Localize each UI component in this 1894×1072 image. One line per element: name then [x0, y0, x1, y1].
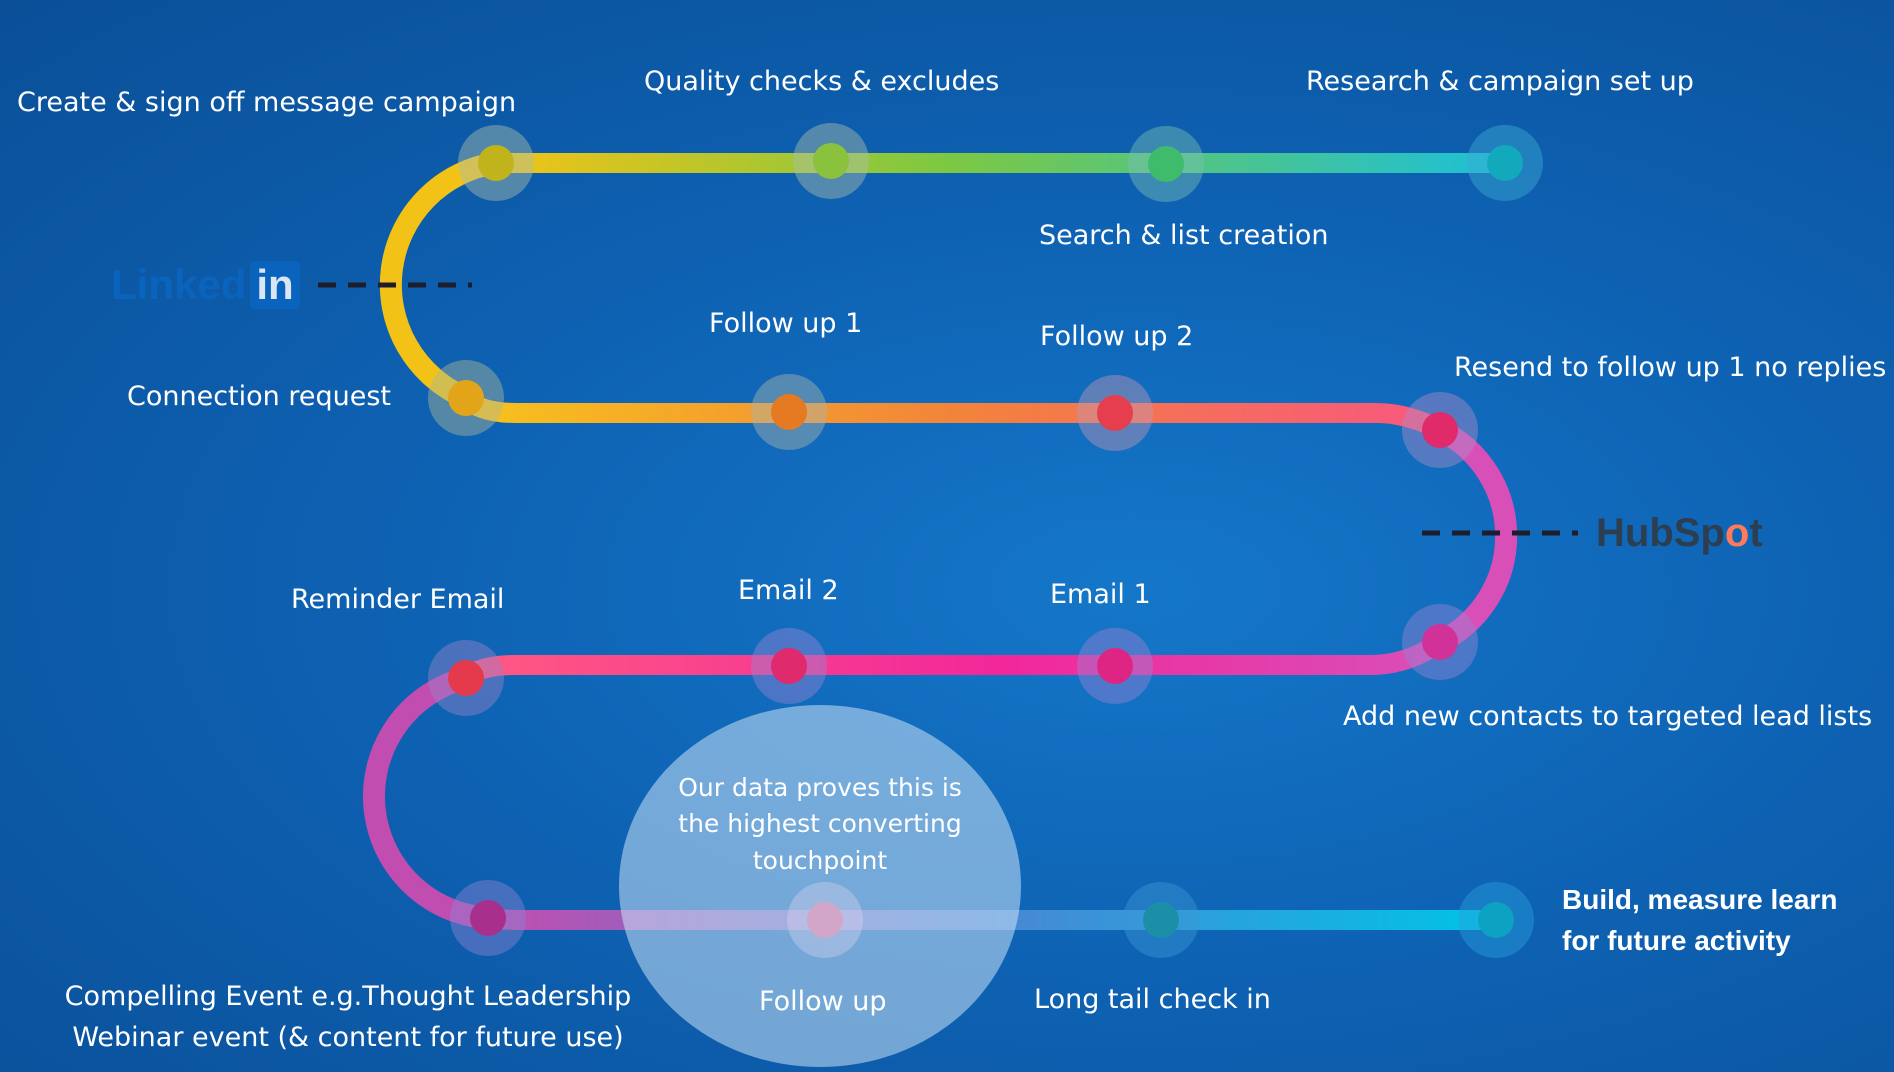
- linkedin-in-badge: in: [250, 261, 300, 309]
- label-follow-up: Follow up: [759, 986, 887, 1017]
- track-curve-1: [379, 152, 498, 409]
- marker-build-measure: [1458, 882, 1534, 958]
- linkedin-wordmark: Linked: [111, 261, 247, 308]
- label-add-contacts: Add new contacts to targeted lead lists: [1343, 701, 1873, 732]
- hubspot-wordmark-end: t: [1749, 510, 1763, 555]
- label-long-tail: Long tail check in: [1034, 984, 1271, 1015]
- marker-long-tail: [1123, 882, 1199, 958]
- marker-quality-checks: [793, 123, 869, 199]
- label-email-1: Email 1: [1050, 579, 1151, 610]
- marker-connection-request: [428, 360, 504, 436]
- label-reminder-email: Reminder Email: [291, 584, 505, 615]
- label-compelling-event: Compelling Event e.g.Thought Leadership …: [64, 981, 632, 1053]
- marker-resend-follow-up: [1402, 392, 1478, 468]
- label-follow-up-1: Follow up 1: [709, 308, 863, 339]
- marker-follow-up-1: [751, 374, 827, 450]
- label-build-measure: Build, measure learn for future activity: [1562, 884, 1838, 956]
- marker-search-list: [1128, 126, 1204, 202]
- label-research-setup: Research & campaign set up: [1306, 66, 1694, 97]
- label-create-sign-off: Create & sign off message campaign: [17, 87, 517, 118]
- hubspot-sprocket-icon: o: [1724, 510, 1750, 555]
- marker-reminder-email: [428, 640, 504, 716]
- marker-add-contacts: [1402, 604, 1478, 680]
- label-search-list: Search & list creation: [1039, 220, 1329, 251]
- label-follow-up-2: Follow up 2: [1040, 321, 1194, 352]
- label-email-2: Email 2: [738, 575, 839, 606]
- marker-follow-up-2: [1077, 375, 1153, 451]
- marker-create-sign-off: [458, 125, 534, 201]
- marker-email-2: [751, 628, 827, 704]
- highlight-bubble: [619, 705, 1021, 1067]
- marker-email-1: [1077, 628, 1153, 704]
- track-curve-3: [362, 667, 489, 929]
- marker-research-setup: [1467, 125, 1543, 201]
- milestone-markers: [428, 123, 1543, 958]
- hubspot-wordmark-start: HubSp: [1596, 510, 1725, 555]
- marker-follow-up: [787, 882, 863, 958]
- label-resend-follow-up: Resend to follow up 1 no replies: [1454, 352, 1887, 383]
- track-curve-2: [1435, 420, 1518, 652]
- marker-compelling-event: [450, 880, 526, 956]
- label-connection-request: Connection request: [127, 381, 391, 412]
- highlight-text: Our data proves this is the highest conv…: [678, 773, 962, 875]
- label-quality-checks: Quality checks & excludes: [644, 66, 1000, 97]
